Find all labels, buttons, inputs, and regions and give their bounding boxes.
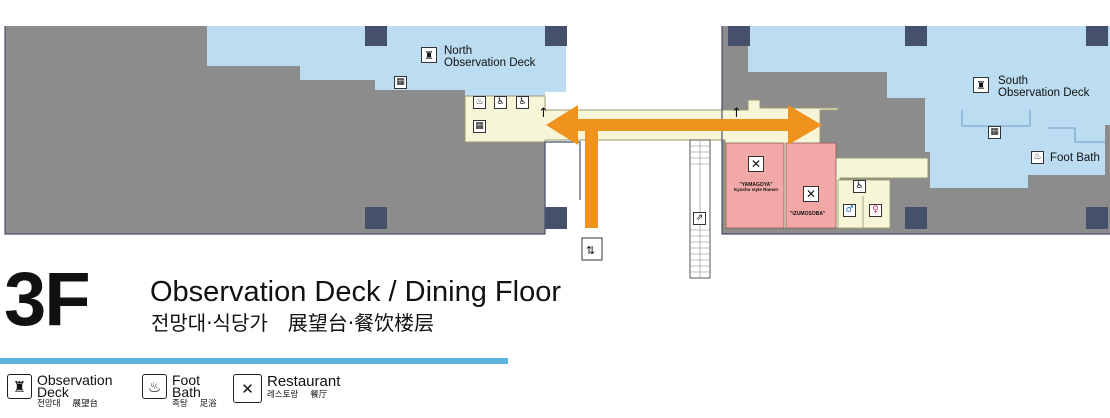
south-deck-inner-wall-2: [1048, 127, 1105, 143]
pillar: [365, 26, 387, 46]
floor-title-korean: 전망대·식당가: [151, 311, 268, 335]
south-deck-label-line1: South: [998, 75, 1029, 87]
foot-bath-icon: ♨: [1031, 151, 1044, 164]
south-observation-deck-area: [748, 26, 1110, 188]
north-deck-label-line2: Observation Deck: [444, 57, 536, 70]
legend-foot-bath: ♨ Foot Bath 족탕 足浴: [142, 372, 217, 409]
restaurant-izumosoba-area: [785, 142, 837, 229]
observation-deck-icon: ♜: [7, 374, 32, 399]
legend-foot-bath-en-2: Bath: [172, 384, 201, 400]
wheelchair-icon: ♿: [853, 180, 866, 193]
izumosoba-label: "IZUMOSOBA": [790, 211, 826, 217]
legend-observation-deck-ko: 전망대: [37, 399, 61, 409]
info-desk-icon: ▦: [473, 120, 486, 133]
pillar: [545, 26, 567, 46]
legend-observation-deck-zh: 展望台: [72, 399, 98, 409]
restaurant-icon: ✕: [748, 156, 764, 172]
pillar: [365, 207, 387, 229]
floor-title-asian: 전망대·식당가 展望台·餐饮楼层: [151, 313, 434, 333]
pillar: [728, 26, 750, 46]
route-arrow-right-head: [788, 105, 822, 145]
floor-title-chinese: 展望台·餐饮楼层: [287, 311, 435, 335]
legend-foot-bath-ko: 족탕: [172, 399, 188, 409]
observation-deck-icon: ♜: [421, 47, 437, 63]
foot-bath-label: Foot Bath: [1050, 152, 1100, 164]
legend-restaurant-en: Restaurant: [267, 373, 341, 390]
legend-observation-deck-en-1: Observation: [37, 372, 113, 388]
observation-deck-icon: ♜: [973, 77, 989, 93]
east-outline: [721, 26, 1110, 235]
yamagoya-name: "YAMAGOYA": [739, 182, 773, 188]
pillar: [905, 207, 927, 229]
elevator-icon: ⇅: [586, 244, 595, 257]
womens-restroom-icon: ♀: [869, 204, 882, 217]
route-horizontal-bar: [568, 119, 796, 131]
up-arrow: ↑: [731, 106, 742, 121]
info-desk-icon: ▦: [394, 76, 407, 89]
pillar: [545, 207, 567, 229]
pillar: [1086, 207, 1108, 229]
route-arrow-left-head: [546, 105, 578, 145]
legend-restaurant-ko: 레스토랑: [267, 390, 299, 400]
wheelchair-icon: ♿: [494, 96, 507, 109]
up-arrow: ↑: [538, 106, 549, 121]
elevator-box: [581, 237, 603, 261]
legend-restaurant-zh: 餐厅: [310, 390, 328, 400]
south-deck-label-line2: Observation Deck: [998, 87, 1090, 100]
info-desk-icon: ▦: [988, 126, 1001, 139]
south-deck-label: South Observation Deck: [998, 75, 1089, 99]
legend-observation-deck: ♜ Observation Deck 전망대 展望台: [7, 372, 113, 409]
pillar: [905, 26, 927, 46]
legend-restaurant: ✕ Restaurant 레스토랑 餐厅: [233, 374, 340, 403]
legend-observation-deck-en-2: Deck: [37, 384, 69, 400]
yamagoya-sub: Kyushu style Ramen: [733, 187, 779, 193]
foot-bath-icon: ♨: [142, 374, 167, 399]
wheelchair-icon: ♿: [516, 96, 529, 109]
restaurant-icon: ✕: [803, 186, 819, 202]
smoking-area-icon: ♨: [473, 96, 486, 109]
legend-foot-bath-zh: 足浴: [199, 399, 217, 409]
north-observation-deck-area: [207, 26, 566, 96]
north-deck-label-line1: North: [444, 45, 473, 57]
floor-title-english: Observation Deck / Dining Floor: [150, 276, 561, 308]
north-deck-label: North Observation Deck: [444, 45, 535, 69]
floor-number: 3F: [4, 257, 91, 342]
escalator-icon: ⇗: [693, 212, 706, 225]
mens-restroom-icon: ♂: [843, 204, 856, 217]
restaurant-icon: ✕: [233, 374, 262, 403]
west-outline: [4, 26, 581, 235]
pillar: [1086, 26, 1108, 46]
yamagoya-label: "YAMAGOYA" Kyushu style Ramen: [731, 182, 781, 193]
route-vertical-bar: [585, 120, 598, 228]
title-rule: [0, 358, 508, 364]
legend-foot-bath-en-1: Foot: [172, 372, 201, 388]
